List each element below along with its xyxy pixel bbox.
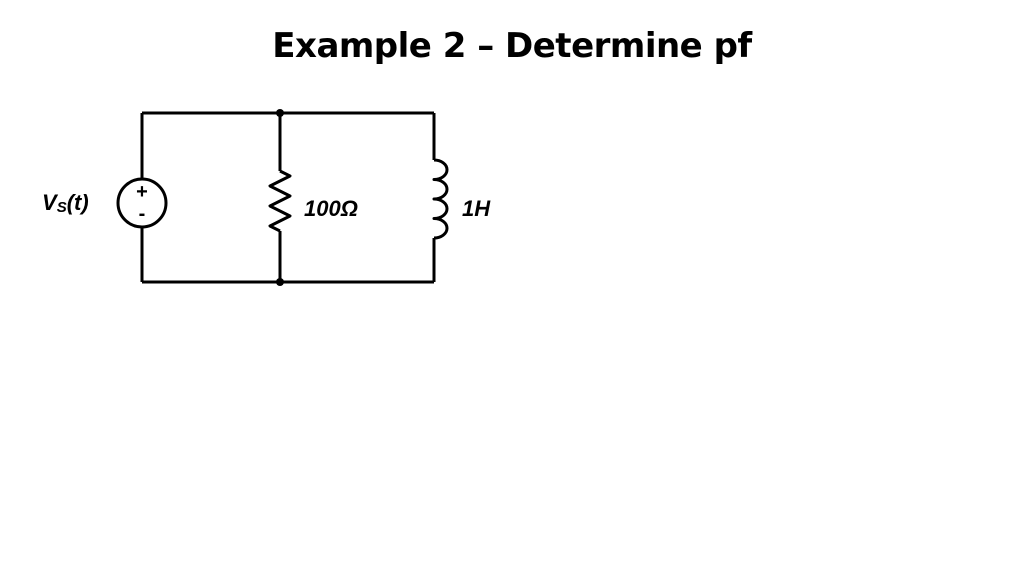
voltage-source-minus: - bbox=[139, 203, 146, 225]
junction-node-bottom bbox=[276, 278, 284, 286]
voltage-source: + - bbox=[116, 177, 168, 229]
source-label-main: V bbox=[42, 190, 59, 215]
inductor-coil bbox=[432, 158, 449, 240]
circuit-wires bbox=[140, 111, 436, 284]
voltage-source-plus: + bbox=[136, 181, 148, 203]
source-label: VS(t) bbox=[42, 190, 89, 216]
slide-title: Example 2 – Determine pf bbox=[272, 26, 752, 66]
source-label-subscript: S bbox=[57, 199, 67, 216]
junction-node-top bbox=[276, 109, 284, 117]
resistor-label: 100Ω bbox=[304, 196, 358, 221]
voltage-source-circle bbox=[116, 177, 168, 229]
source-label-arg: (t) bbox=[67, 190, 89, 215]
inductor-label: 1H bbox=[462, 196, 491, 221]
resistor-zigzag bbox=[268, 169, 292, 233]
